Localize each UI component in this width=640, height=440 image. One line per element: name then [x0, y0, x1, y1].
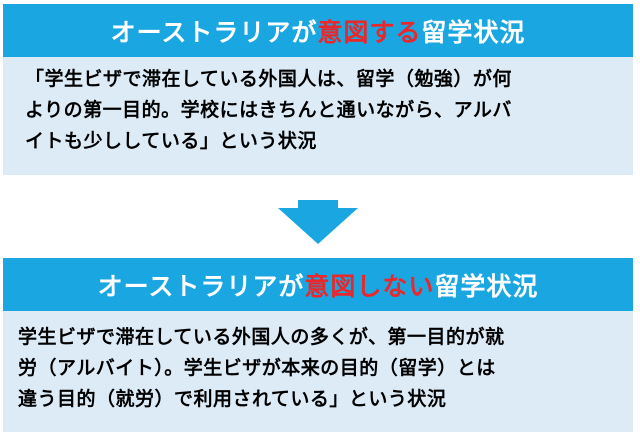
- header-prefix: オーストラリアが: [110, 17, 318, 47]
- header-suffix: 留学状況: [421, 17, 526, 47]
- body-line: 学生ビザで滞在している外国人の多くが、第一目的が就: [18, 326, 505, 348]
- intended-situation-header: オーストラリアが意図する留学状況: [3, 4, 633, 57]
- header-suffix: 留学状況: [434, 271, 539, 301]
- down-arrow-icon: [278, 200, 358, 244]
- unintended-situation-body: 学生ビザで滞在している外国人の多くが、第一目的が就 労（アルバイト）。学生ビザが…: [3, 311, 633, 432]
- body-line: イトも少ししている」という状況: [25, 130, 317, 152]
- header-emphasis: 意図する: [317, 17, 422, 47]
- unintended-situation-header: オーストラリアが意図しない留学状況: [3, 258, 633, 311]
- body-line: 労（アルバイト）。学生ビザが本来の目的（留学）とは: [18, 357, 496, 379]
- intended-situation-body: 「学生ビザで滞在している外国人は、留学（勉強）が何 よりの第一目的。学校にはきち…: [3, 57, 633, 175]
- unintended-situation-panel: オーストラリアが意図しない留学状況 学生ビザで滞在している外国人の多くが、第一目…: [3, 258, 633, 432]
- header-emphasis: 意図しない: [304, 271, 435, 301]
- body-line: 「学生ビザで滞在している外国人は、留学（勉強）が何: [25, 68, 512, 90]
- header-prefix: オーストラリアが: [97, 271, 305, 301]
- body-line: よりの第一目的。学校にはきちんと通いながら、アルバ: [25, 99, 512, 121]
- body-line: 違う目的（就労）で利用されている」という状況: [18, 388, 447, 410]
- intended-situation-panel: オーストラリアが意図する留学状況 「学生ビザで滞在している外国人は、留学（勉強）…: [3, 4, 633, 175]
